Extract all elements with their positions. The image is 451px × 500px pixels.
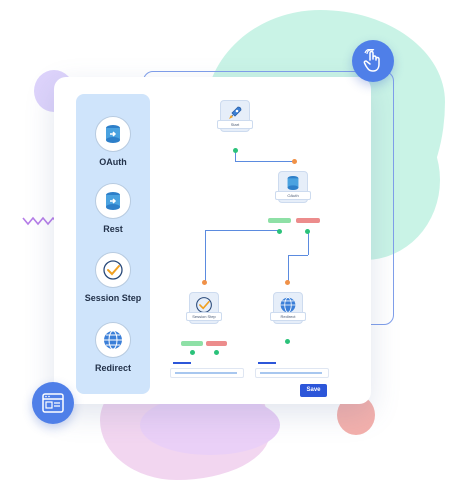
node-label: Start <box>217 120 253 129</box>
sidebar-item-rest[interactable]: Rest <box>76 183 150 234</box>
browser-window-button[interactable] <box>32 382 74 424</box>
flow-node-oauth[interactable]: OAuth <box>275 171 311 203</box>
failure-branch-bar <box>296 218 320 223</box>
success-branch-bar <box>268 218 291 223</box>
globe-icon <box>95 322 131 358</box>
input-placeholder-line <box>175 372 237 374</box>
sidebar-item-oauth[interactable]: OAuth <box>76 116 150 167</box>
flow-node-redirect[interactable]: Redirect <box>270 292 306 324</box>
config-input-field[interactable] <box>255 368 329 378</box>
config-input-field[interactable] <box>170 368 244 378</box>
connector-line <box>235 150 236 162</box>
node-label: Session Step <box>186 312 222 321</box>
connector-line <box>288 255 289 282</box>
failure-output-port[interactable] <box>305 229 310 234</box>
input-focus-indicator <box>258 362 276 364</box>
node-input-port[interactable] <box>292 159 297 164</box>
node-output-port[interactable] <box>233 148 238 153</box>
flow-node-session-step[interactable]: Session Step <box>186 292 222 324</box>
connector-line <box>308 233 309 255</box>
sidebar-item-label: Session Step <box>84 293 142 303</box>
touch-action-button[interactable] <box>352 40 394 82</box>
flow-node-start[interactable]: Start <box>217 100 253 132</box>
database-icon <box>287 176 299 190</box>
squiggle-decoration <box>22 216 58 226</box>
success-output-port[interactable] <box>190 350 195 355</box>
rocket-icon <box>229 106 242 119</box>
checkmark-icon <box>95 252 131 288</box>
node-label: Redirect <box>270 312 306 321</box>
connector-line <box>288 255 308 256</box>
sidebar-item-label: Rest <box>103 224 123 234</box>
success-output-port[interactable] <box>277 229 282 234</box>
input-placeholder-line <box>260 372 322 374</box>
connector-line <box>205 230 280 231</box>
sidebar-item-redirect[interactable]: Redirect <box>76 322 150 373</box>
node-input-port[interactable] <box>202 280 207 285</box>
input-focus-indicator <box>173 362 191 364</box>
hand-pointer-icon <box>363 49 380 72</box>
failure-output-port[interactable] <box>214 350 219 355</box>
connector-line <box>205 230 206 282</box>
database-icon <box>95 116 131 152</box>
success-branch-bar <box>181 341 203 346</box>
failure-branch-bar <box>206 341 227 346</box>
connector-line <box>235 161 295 162</box>
background-blob-pink <box>140 395 280 455</box>
database-icon <box>95 183 131 219</box>
sidebar-item-label: Redirect <box>94 363 131 373</box>
node-label: OAuth <box>275 191 311 200</box>
node-output-port[interactable] <box>285 339 290 344</box>
save-button[interactable]: Save <box>300 384 327 397</box>
sidebar-item-session-step[interactable]: Session Step <box>76 252 150 303</box>
node-input-port[interactable] <box>285 280 290 285</box>
sidebar-item-label: OAuth <box>99 157 127 167</box>
browser-window-icon <box>42 393 64 413</box>
